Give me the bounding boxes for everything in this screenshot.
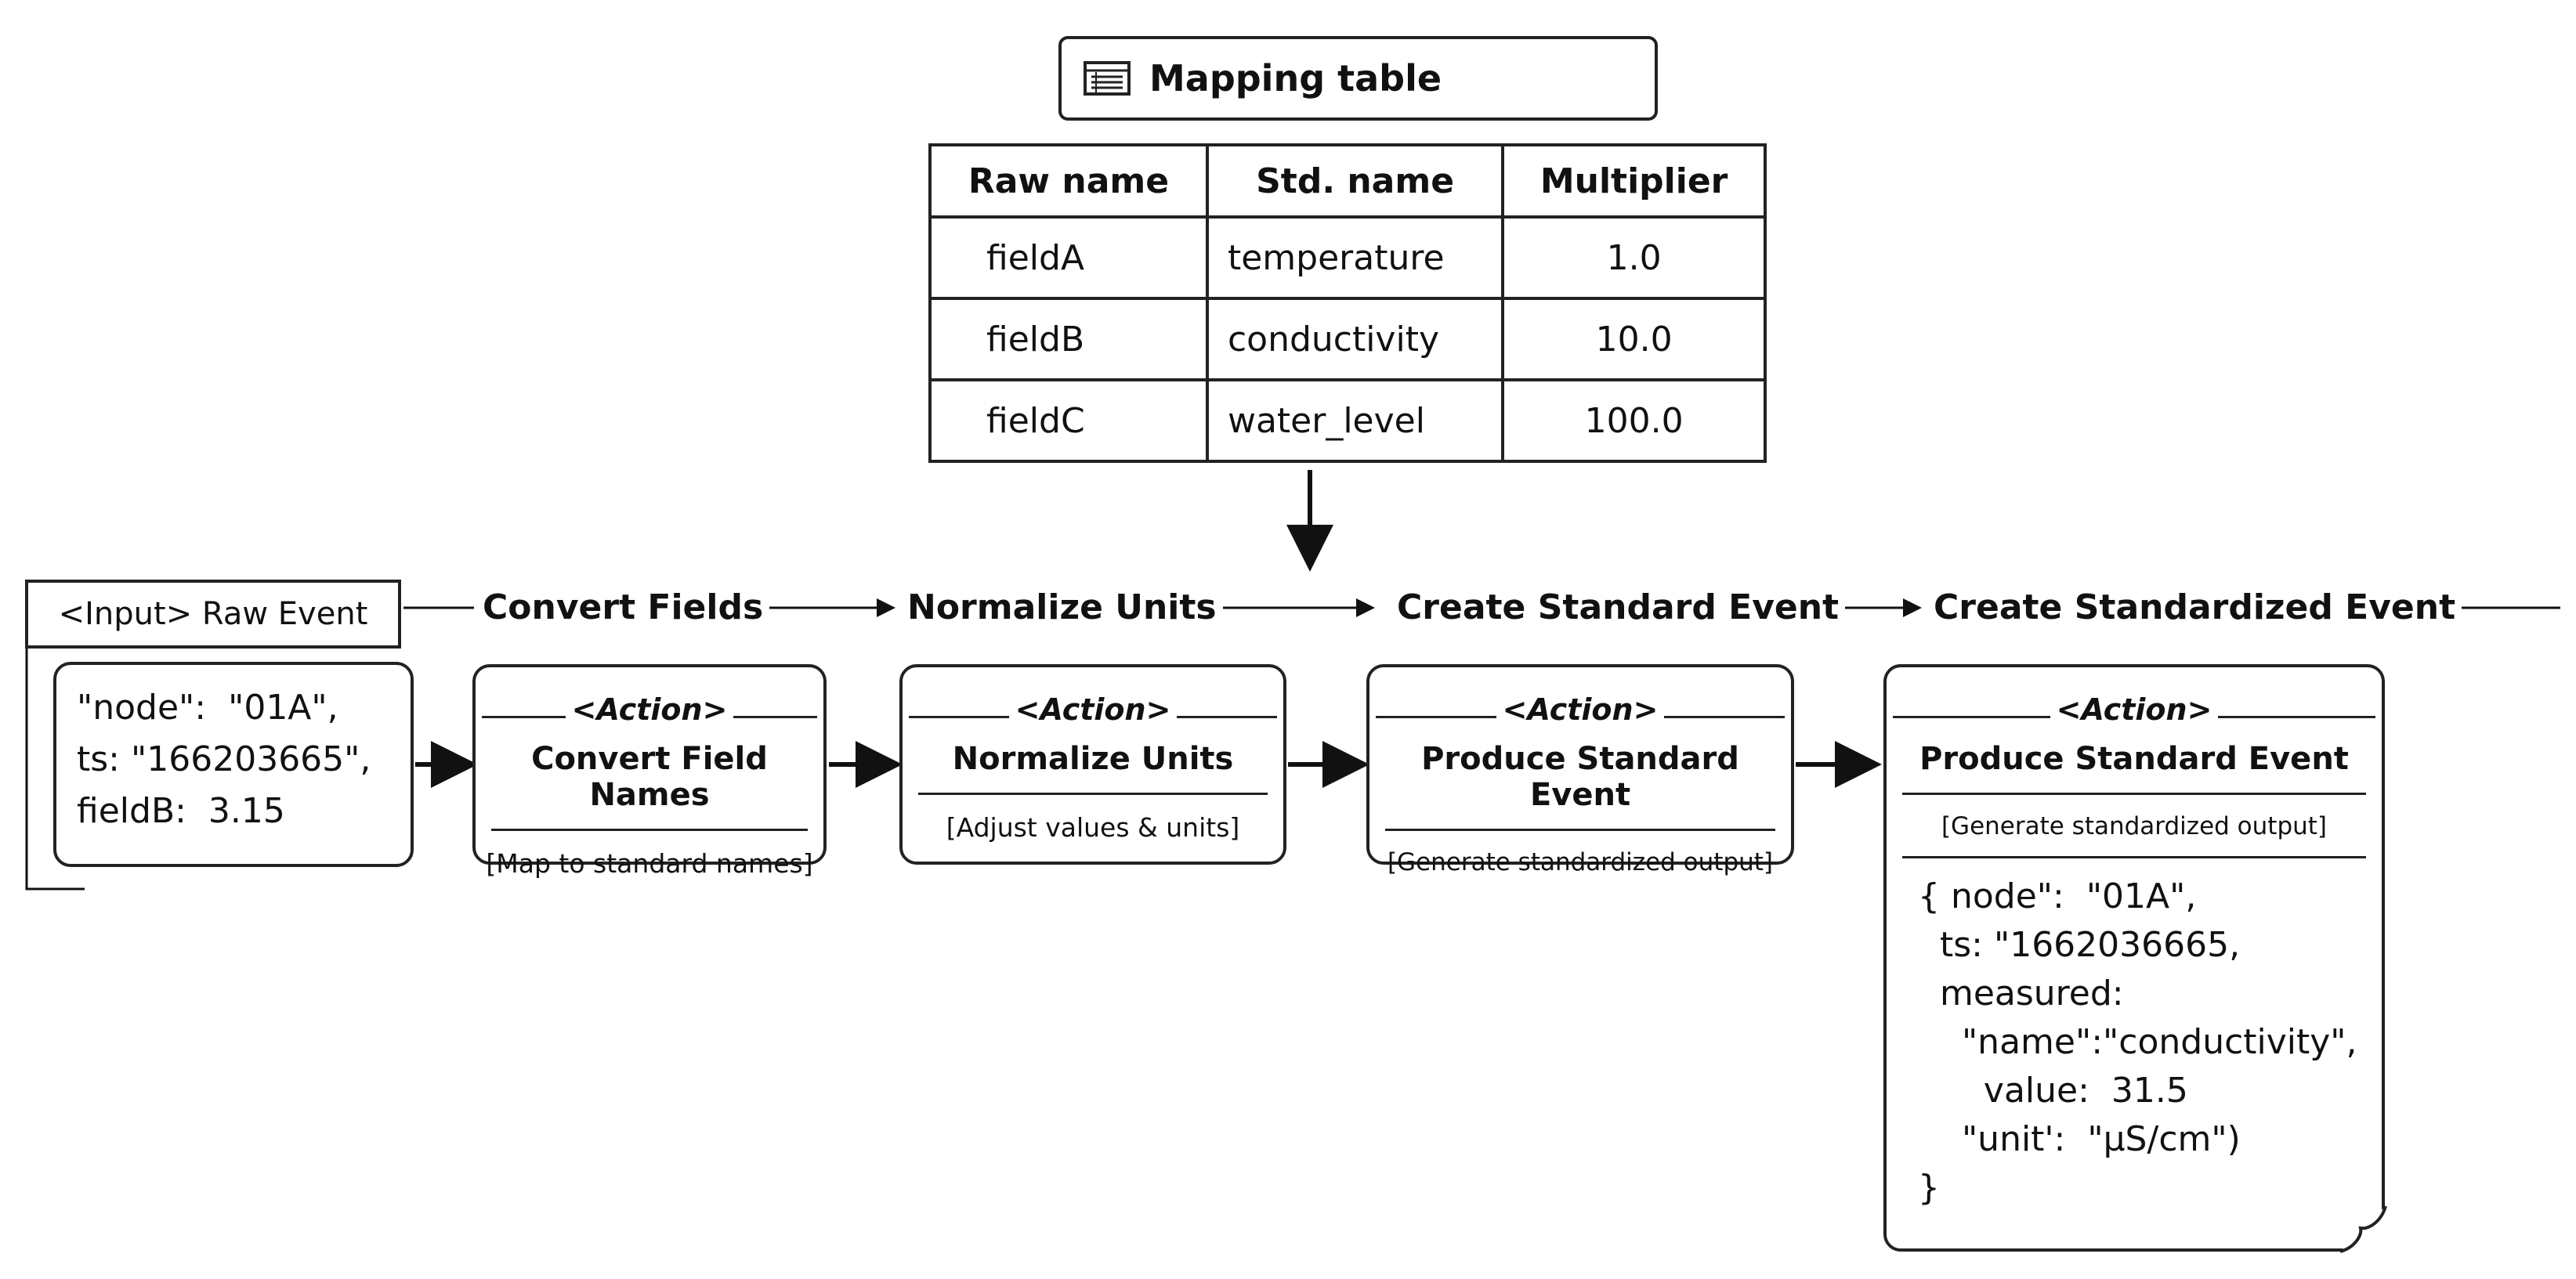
action-box-convert-field-names: <Action> Convert Field Names [Map to sta… xyxy=(472,664,827,879)
divider xyxy=(1902,793,2366,795)
stage-convert-fields: Convert Fields xyxy=(476,584,770,631)
table-cell: 1.0 xyxy=(1501,215,1767,300)
code-line: "node": "01A", xyxy=(77,688,338,728)
divider xyxy=(918,793,1268,795)
table-cell: 100.0 xyxy=(1501,378,1767,463)
divider xyxy=(1385,829,1775,831)
action-box-produce-standard-event: <Action> Produce Standard Event [Generat… xyxy=(1366,664,1794,876)
action-box-normalize-units: <Action> Normalize Units [Adjust values … xyxy=(899,664,1286,865)
action-tag: <Action> xyxy=(571,692,728,727)
code-line: "name":"conductivity", xyxy=(1918,1022,2357,1062)
table-row: fieldC water_level 100.0 xyxy=(928,378,1767,463)
raw-event-box: "node": "01A", ts: "166203665", fieldB: … xyxy=(53,662,414,867)
code-line: "unit': "μS/cm") xyxy=(1918,1119,2241,1159)
mapping-table-title: Mapping table xyxy=(1149,57,1442,99)
column-header: Std. name xyxy=(1205,143,1505,219)
action-title: Convert Field Names xyxy=(531,741,768,813)
action-note: [Generate standardized output] xyxy=(1941,812,2328,840)
mapping-table-title-box: Mapping table xyxy=(1058,36,1658,121)
code-line: ts: "1662036665, xyxy=(1918,925,2241,965)
input-raw-event-label: <Input> Raw Event xyxy=(25,580,401,649)
code-line: } xyxy=(1918,1168,1940,1208)
action-header: <Action> xyxy=(476,692,823,727)
code-line: fieldB: 3.15 xyxy=(77,791,285,831)
mapping-table: Raw name Std. name Multiplier fieldA tem… xyxy=(928,143,1767,463)
table-cell: conductivity xyxy=(1205,297,1505,381)
table-cell: water_level xyxy=(1205,378,1505,463)
table-icon xyxy=(1084,61,1131,96)
action-header: <Action> xyxy=(1369,692,1791,727)
action-title: Produce Standard Event xyxy=(1421,741,1739,813)
table-cell: temperature xyxy=(1205,215,1505,300)
action-note: [Generate standardized output] xyxy=(1387,848,1774,876)
column-header: Raw name xyxy=(928,143,1209,219)
stage-create-standardized-event: Create Standardized Event xyxy=(1927,584,2462,631)
action-note: [Map to standard names] xyxy=(486,848,813,879)
action-tag: <Action> xyxy=(2056,692,2212,727)
code-line: ts: "166203665", xyxy=(77,739,371,779)
code-line: value: 31.5 xyxy=(1918,1071,2188,1111)
action-tag: <Action> xyxy=(1502,692,1659,727)
table-cell: fieldC xyxy=(928,378,1209,463)
table-cell: fieldB xyxy=(928,297,1209,381)
table-row: fieldB conductivity 10.0 xyxy=(928,297,1767,381)
column-header: Multiplier xyxy=(1501,143,1767,219)
action-tag: <Action> xyxy=(1015,692,1171,727)
action-header: <Action> xyxy=(903,692,1283,727)
code-line: measured: xyxy=(1918,974,2124,1013)
left-bracket xyxy=(25,649,85,891)
folded-corner-icon xyxy=(2339,1205,2387,1253)
divider xyxy=(491,829,808,831)
input-label-text: <Input> Raw Event xyxy=(58,596,368,632)
divider xyxy=(1902,856,2366,858)
action-title: Produce Standard Event xyxy=(1919,741,2349,777)
table-header-row: Raw name Std. name Multiplier xyxy=(928,143,1767,219)
table-cell: 10.0 xyxy=(1501,297,1767,381)
action-box-produce-standardized-output: <Action> Produce Standard Event [Generat… xyxy=(1883,664,2385,1252)
stage-normalize-units: Normalize Units xyxy=(901,584,1223,631)
table-row: fieldA temperature 1.0 xyxy=(928,215,1767,300)
action-note: [Adjust values & units] xyxy=(946,812,1240,843)
output-event-json: { node": "01A", ts: "1662036665, measure… xyxy=(1887,873,2382,1212)
stage-create-standard-event: Create Standard Event xyxy=(1391,584,1846,631)
code-line: { node": "01A", xyxy=(1918,876,2197,916)
action-title: Normalize Units xyxy=(952,741,1234,777)
action-header: <Action> xyxy=(1887,692,2382,727)
table-cell: fieldA xyxy=(928,215,1209,300)
